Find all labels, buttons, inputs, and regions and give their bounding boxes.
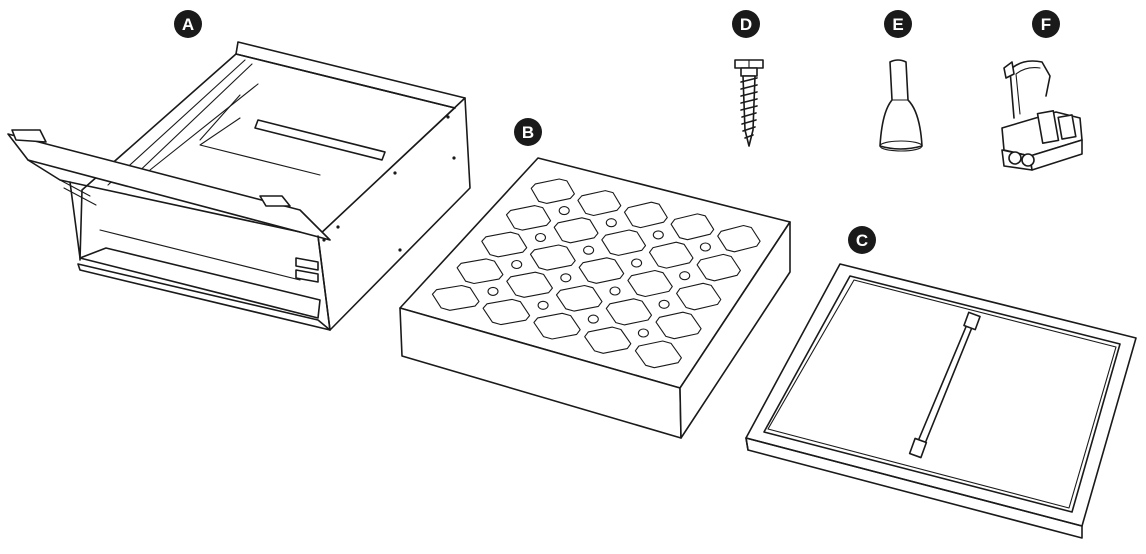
pad-hole [560,273,572,283]
screw-icon [734,59,764,147]
pad-hole [537,300,549,310]
badge-b-label: B [522,123,534,142]
pad-cell [578,257,625,284]
pad-hole [609,286,621,296]
badge-e-label: E [892,15,903,34]
pad-hole [583,245,595,255]
pad-cell [482,298,531,326]
pad-hole [587,314,599,324]
pad-cell [577,190,622,217]
tray-panel-icon [745,263,1137,539]
pad-cell [648,241,694,269]
pad-cell [553,217,599,244]
badge-c: C [848,226,876,254]
pad-cell [696,253,741,282]
pad-cell [676,282,722,311]
pad-cell [584,326,632,354]
wire-nut-icon [879,59,923,152]
pad-hole [637,328,649,338]
badge-a-label: A [182,15,194,34]
pad-cell [623,201,668,229]
badge-f-label: F [1041,15,1051,34]
pad-hole [487,286,499,296]
pad-cell [456,258,504,285]
badge-c-label: C [856,231,868,250]
drawer-frame-icon [7,41,471,331]
badge-e: E [884,10,912,38]
pad-cell [627,269,673,298]
badge-d-label: D [740,15,752,34]
pad-hole [534,232,547,243]
pad-hole [679,271,691,281]
clip-connector-icon [1001,60,1083,171]
pad-cell [634,340,682,369]
pad-cell [529,244,576,271]
pad-cell [505,205,552,231]
badge-d: D [732,10,760,38]
pad-cell [431,284,480,311]
pad-cell [605,298,653,326]
pad-hole [511,259,523,270]
pad-cell [506,271,553,298]
pad-cell [717,224,761,253]
pad-cell [670,213,715,241]
badge-a: A [174,10,202,38]
pad-hole [558,206,570,216]
pad-cell [481,231,528,258]
pad-hole [652,230,664,240]
pad-cell [655,311,702,340]
pad-cell [555,284,603,312]
pad-cell [530,178,575,204]
badge-b: B [514,118,542,146]
pad-hole [699,242,711,252]
filter-pad-icon [399,157,791,439]
pad-hole [658,299,670,309]
pad-cell [533,312,581,340]
badge-f: F [1032,10,1060,38]
pad-cell [601,229,647,256]
pad-hole [605,218,617,228]
pad-hole [631,258,643,268]
